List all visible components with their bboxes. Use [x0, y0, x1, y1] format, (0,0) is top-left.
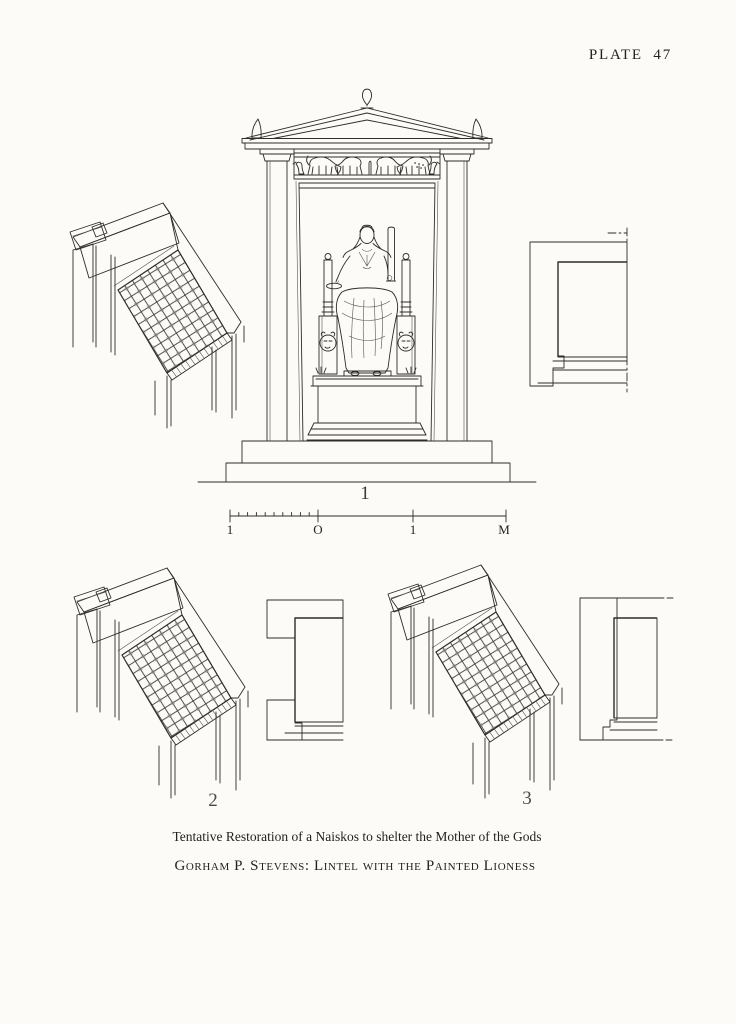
painted-animal-frieze [292, 155, 441, 176]
figure-1-number: 1 [360, 483, 370, 504]
lintel-soffit-axonometric-drawing-1 [69, 202, 245, 429]
lintel-soffit-axonometric-drawing-2 [73, 567, 249, 799]
plate-caption-attribution: Gorham P. Stevens: Lintel with the Paint… [174, 858, 536, 874]
lintel-soffit-axonometric-drawing-3 [387, 564, 563, 799]
plate-number-label: PLATE 47 [588, 47, 672, 63]
plate-caption-title: Tentative Restoration of a Naiskos to sh… [172, 829, 542, 844]
scale-one-meter-label: 1 [410, 522, 417, 537]
meter-scale-bar: 1 O 1 M [227, 509, 510, 537]
scale-zero-label: O [313, 522, 322, 537]
scale-left-label: 1 [227, 522, 234, 537]
figure-2-number: 2 [208, 790, 218, 811]
seated-mother-of-the-gods-statue [306, 224, 428, 442]
scale-unit-label: M [498, 522, 510, 537]
lintel-plan-section-drawing-2 [266, 599, 344, 741]
lintel-plan-section-drawing-1 [529, 227, 628, 393]
lintel-plan-section-drawing-3 [579, 597, 675, 741]
naiskos-elevation-drawing [197, 88, 537, 483]
figure-3-number: 3 [522, 788, 532, 809]
